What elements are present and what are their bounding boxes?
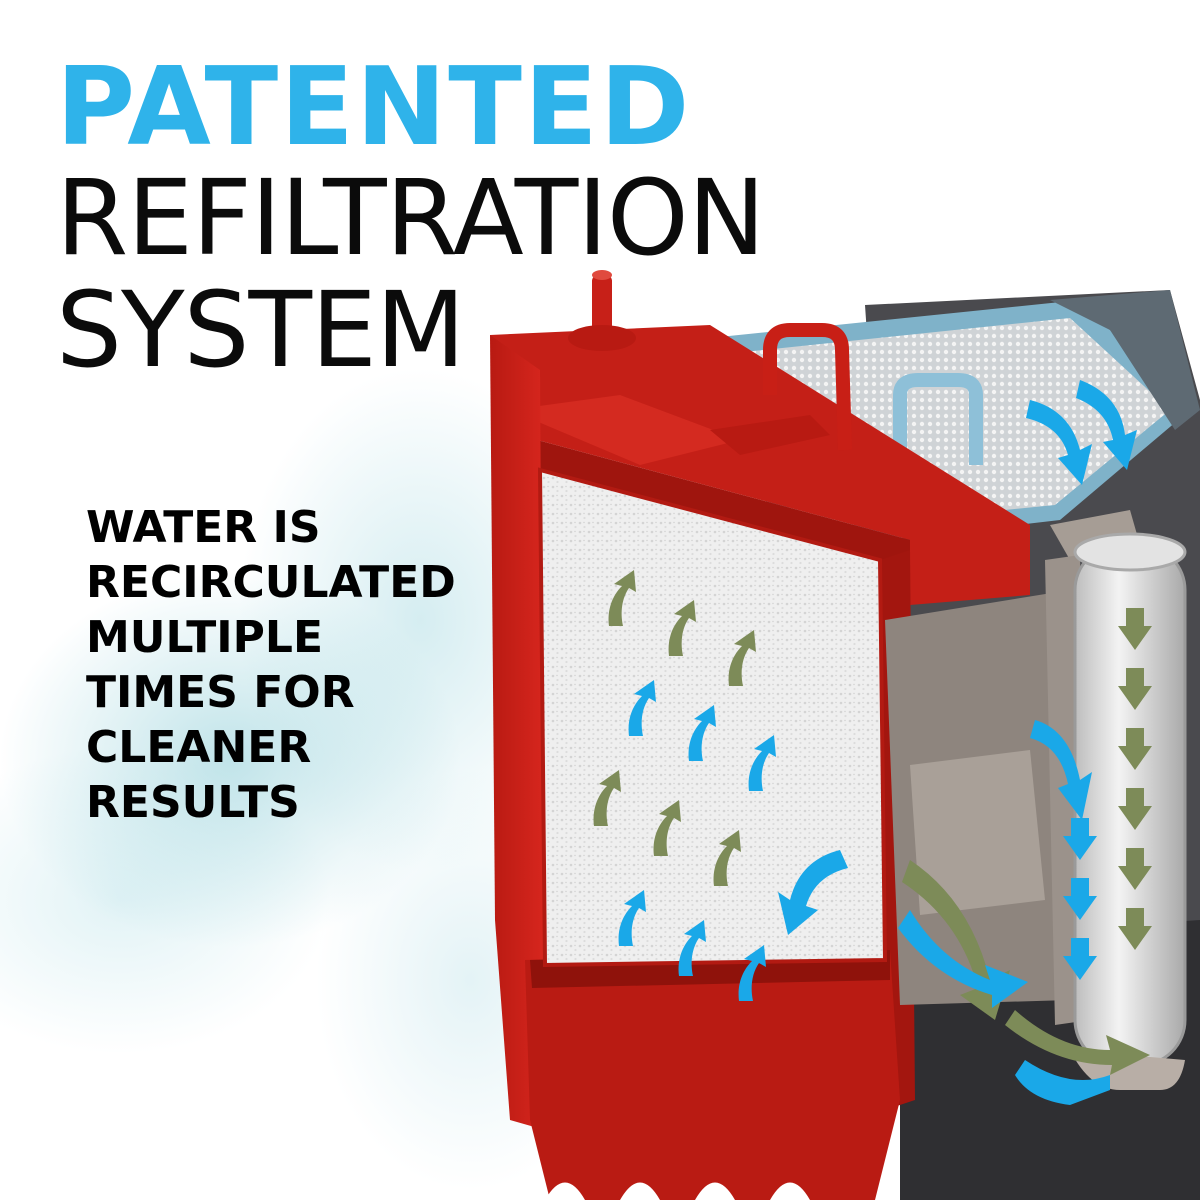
feature-line-3: MULTIPLE — [86, 612, 323, 663]
headline-line-system: SYSTEM — [56, 269, 466, 391]
feature-description: WATER IS RECIRCULATED MULTIPLE TIMES FOR… — [86, 500, 456, 830]
headline: PATENTED REFILTRATION SYSTEM — [56, 45, 766, 391]
flow-arrows-blue — [618, 380, 1137, 1105]
feature-line-4: TIMES FOR — [86, 667, 355, 718]
headline-line-refiltration: REFILTRATION — [56, 157, 766, 279]
headline-line-patented: PATENTED — [56, 45, 692, 170]
feature-line-5: CLEANER — [86, 722, 312, 773]
feature-line-6: RESULTS — [86, 777, 300, 828]
feature-line-2: RECIRCULATED — [86, 557, 456, 608]
feature-line-1: WATER IS — [86, 502, 321, 553]
refiltration-tank-cutaway-illustration — [490, 270, 1200, 1200]
